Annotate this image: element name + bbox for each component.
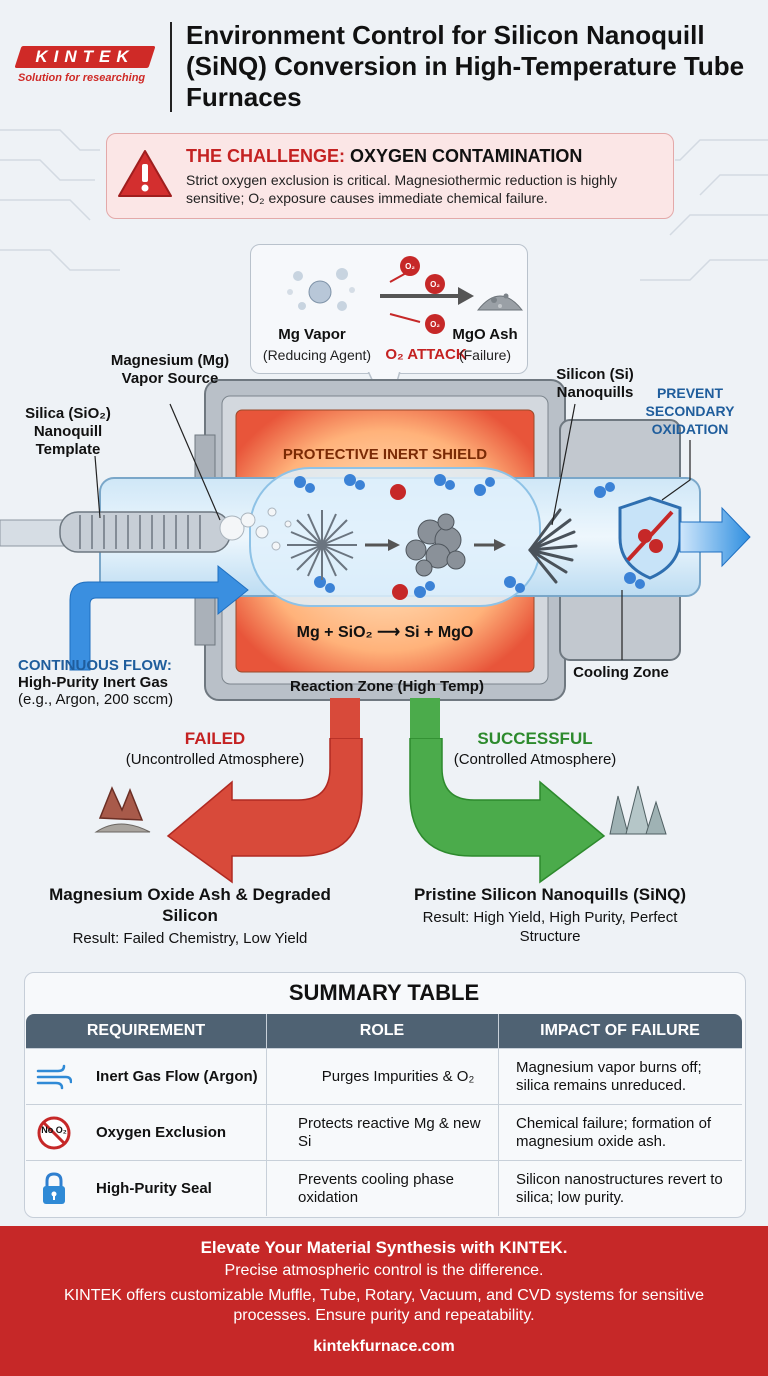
- o2-attack-label: O₂ ATTACK: [385, 346, 467, 363]
- failed-result-text: Result: Failed Chemistry, Low Yield: [72, 930, 308, 947]
- flow-title: CONTINUOUS FLOW:: [18, 657, 172, 674]
- continuous-flow-label: CONTINUOUS FLOW: High-Purity Inert Gas (…: [18, 657, 248, 708]
- table-divider: [498, 1014, 499, 1216]
- success-title: SUCCESSFUL: [477, 729, 593, 748]
- ash-pile-icon: [476, 293, 524, 311]
- requirement-cell: High-Purity Seal: [96, 1180, 212, 1197]
- footer-headline: Elevate Your Material Synthesis with KIN…: [200, 1238, 568, 1257]
- header-impact: IMPACT OF FAILURE: [540, 1022, 700, 1039]
- impact-cell: Silicon nanostructures revert to silica;…: [516, 1171, 723, 1206]
- challenge-box: [106, 133, 674, 219]
- reaction-zone-label: Reaction Zone (High Temp): [290, 678, 484, 695]
- failed-result-title: Magnesium Oxide Ash & Degraded Silicon: [49, 885, 331, 925]
- footer-banner: [0, 1226, 768, 1376]
- impact-cell: Chemical failure; formation of magnesium…: [516, 1115, 712, 1150]
- challenge-title-topic: OXYGEN CONTAMINATION: [350, 146, 583, 166]
- no-oxygen-icon: [37, 1116, 71, 1150]
- challenge-title-label: THE CHALLENGE:: [186, 146, 345, 166]
- logo-tagline: Solution for researching: [18, 72, 146, 84]
- mg-source-label: Magnesium (Mg) Vapor Source: [110, 352, 230, 387]
- svg-text:O₂: O₂: [430, 280, 440, 289]
- role-cell: Prevents cooling phase oxidation: [298, 1171, 454, 1206]
- success-subtitle: (Controlled Atmosphere): [453, 751, 617, 768]
- impact-cell: Magnesium vapor burns off; silica remain…: [516, 1059, 702, 1094]
- reaction-cluster-icon: [405, 513, 466, 577]
- role-cell: Purges Impurities & O₂: [321, 1068, 475, 1085]
- mgo-ash-label: MgO Ash: [452, 326, 518, 343]
- page-title: Environment Control for Silicon Nanoquil…: [186, 20, 745, 112]
- flow-gas: High-Purity Inert Gas: [18, 674, 169, 691]
- prevent-oxidation-label: PREVENT SECONDARY OXIDATION: [645, 385, 735, 437]
- requirement-cell: Oxygen Exclusion: [96, 1124, 227, 1141]
- tube-furnace-illustration: [0, 379, 751, 740]
- failed-subtitle: (Uncontrolled Atmosphere): [125, 751, 305, 768]
- failed-result: Magnesium Oxide Ash & Degraded Silicon R…: [40, 884, 340, 948]
- footer-url-link[interactable]: kintekfurnace.com: [313, 1338, 455, 1355]
- protective-shield-icon: [618, 496, 682, 580]
- si-nanoquill-icon: [528, 508, 578, 584]
- reaction-equation: Mg + SiO₂ ⟶ Si + MgO: [296, 624, 474, 641]
- wind-icon: [36, 1064, 72, 1090]
- cooling-zone-label: Cooling Zone: [573, 664, 669, 681]
- no-oxygen-text: No O₂: [41, 1125, 67, 1135]
- mgo-ash-sub: (Failure): [458, 347, 512, 363]
- svg-text:O₂: O₂: [405, 262, 415, 271]
- challenge-title: THE CHALLENGE: OXYGEN CONTAMINATION: [186, 146, 582, 167]
- success-result-text: Result: High Yield, High Purity, Perfect…: [422, 909, 678, 945]
- mg-vapor-label: Mg Vapor: [278, 326, 346, 343]
- mg-vapor-sub: (Reducing Agent): [262, 347, 372, 363]
- broken-crystal-icon: [94, 786, 151, 833]
- success-result: Pristine Silicon Nanoquills (SiNQ) Resul…: [400, 884, 700, 946]
- warning-icon: [118, 150, 172, 197]
- crystal-cluster-icon: [609, 785, 667, 835]
- outcome-arrows: [94, 738, 667, 884]
- logo: KINTEK: [35, 47, 135, 66]
- summary-table: [24, 972, 746, 1218]
- header-requirement: REQUIREMENT: [86, 1022, 206, 1039]
- table-divider: [266, 1014, 267, 1216]
- silica-starburst-icon: [287, 510, 357, 580]
- si-nanoquills-label: Silicon (Si) Nanoquills: [556, 366, 634, 401]
- requirement-cell: Inert Gas Flow (Argon): [96, 1068, 258, 1085]
- flow-example: (e.g., Argon, 200 sccm): [18, 691, 174, 708]
- footer-line: Precise atmospheric control is the diffe…: [224, 1262, 544, 1279]
- table-row: No O₂ Oxygen Exclusion Protects reactive…: [26, 1104, 742, 1161]
- success-result-title: Pristine Silicon Nanoquills (SiNQ): [413, 885, 687, 904]
- silica-template-label: Silica (SiO₂) Nanoquill Template: [25, 405, 111, 458]
- table-row: High-Purity Seal Prevents cooling phase …: [26, 1160, 742, 1217]
- inert-shield-label: PROTECTIVE INERT SHIELD: [282, 446, 488, 463]
- table-row: Inert Gas Flow (Argon) Purges Impurities…: [26, 1048, 742, 1105]
- summary-table-title: SUMMARY TABLE: [288, 980, 480, 1005]
- footer-description: KINTEK offers customizable Muffle, Tube,…: [64, 1287, 704, 1324]
- svg-text:O₂: O₂: [430, 320, 440, 329]
- mg-vapor-icon: [287, 268, 355, 311]
- table-header: REQUIREMENT ROLE IMPACT OF FAILURE: [26, 1014, 742, 1048]
- silica-template-icon: [59, 511, 231, 553]
- role-cell: Protects reactive Mg & new Si: [298, 1115, 481, 1150]
- failed-title: FAILED: [184, 729, 246, 748]
- challenge-text: Strict oxygen exclusion is critical. Mag…: [186, 172, 618, 206]
- header-divider: [170, 22, 172, 112]
- circuit-background: [0, 129, 768, 281]
- padlock-icon: [43, 1172, 65, 1204]
- header-role: ROLE: [359, 1022, 405, 1039]
